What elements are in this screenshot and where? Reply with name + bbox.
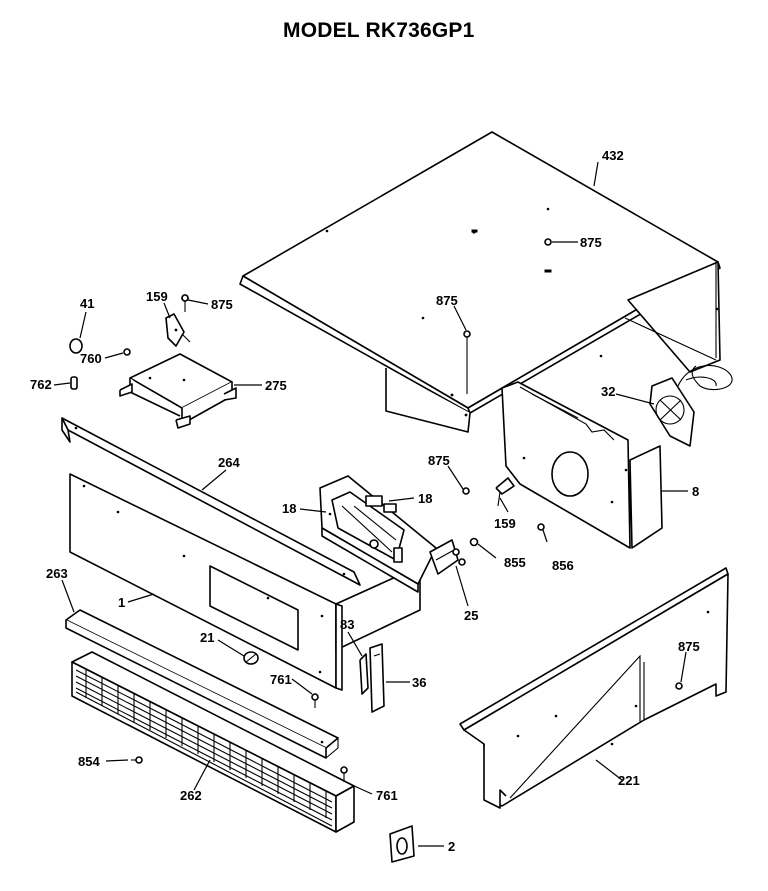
top-screw (544, 238, 552, 246)
trim-strip (61, 417, 361, 586)
diagram-title: MODEL RK736GP1 (283, 19, 475, 42)
mounting-plate (119, 353, 237, 429)
screw-761-lower (340, 766, 348, 782)
top-panel (239, 131, 721, 414)
control-board (319, 475, 437, 593)
handle-36 (369, 643, 385, 713)
vent-duct-screw (462, 487, 470, 495)
top-front-screw (463, 330, 471, 394)
end-cap-trim (65, 609, 339, 759)
label-854: 854 (78, 754, 100, 769)
label-8: 8 (692, 484, 699, 499)
leader-lines (53, 161, 688, 847)
control-panel (69, 473, 421, 691)
clip-83 (359, 653, 369, 695)
end-cap (389, 825, 415, 863)
vent-duct (501, 381, 663, 549)
label-36: 36 (412, 675, 426, 690)
switch-bracket (165, 294, 191, 347)
label-875-bracket: 875 (211, 297, 233, 312)
label-262: 262 (180, 788, 202, 803)
fan-motor (649, 364, 733, 447)
label-1: 1 (118, 595, 125, 610)
rear-housing (385, 368, 471, 433)
duct-screw-b (537, 523, 545, 531)
label-83: 83 (340, 617, 354, 632)
label-159-left: 159 (146, 289, 168, 304)
screw-761-upper (311, 693, 319, 708)
label-25: 25 (464, 608, 478, 623)
label-875-duct: 875 (428, 453, 450, 468)
label-263: 263 (46, 566, 68, 581)
side-panel (459, 567, 729, 809)
label-264: 264 (218, 455, 240, 470)
switch-knob (243, 651, 259, 665)
side-panel-screw (675, 682, 683, 690)
part-labels: 432 875 875 32 875 159 8 855 856 159 875… (30, 148, 700, 854)
label-875-side: 875 (678, 639, 700, 654)
label-159-right: 159 (494, 516, 516, 531)
screw-854 (131, 756, 143, 764)
label-21: 21 (200, 630, 214, 645)
label-761-upper: 761 (270, 672, 292, 687)
vent-bracket (495, 477, 515, 507)
vent-grille (71, 651, 355, 833)
label-32: 32 (601, 384, 615, 399)
label-18-right: 18 (418, 491, 432, 506)
label-856: 856 (552, 558, 574, 573)
label-875-top: 875 (580, 235, 602, 250)
knob (69, 338, 83, 354)
switch-bracket-screw (181, 294, 189, 302)
label-2: 2 (448, 839, 455, 854)
label-760: 760 (80, 351, 102, 366)
label-18-left: 18 (282, 501, 296, 516)
terminal-block (429, 539, 466, 575)
label-275: 275 (265, 378, 287, 393)
label-762: 762 (30, 377, 52, 392)
duct-screw-a (469, 537, 479, 547)
label-221: 221 (618, 773, 640, 788)
clip-760 (123, 348, 131, 356)
label-41: 41 (80, 296, 94, 311)
label-761-lower: 761 (376, 788, 398, 803)
label-855: 855 (504, 555, 526, 570)
label-432: 432 (602, 148, 624, 163)
label-875-top-front: 875 (436, 293, 458, 308)
clip-762 (70, 376, 78, 390)
